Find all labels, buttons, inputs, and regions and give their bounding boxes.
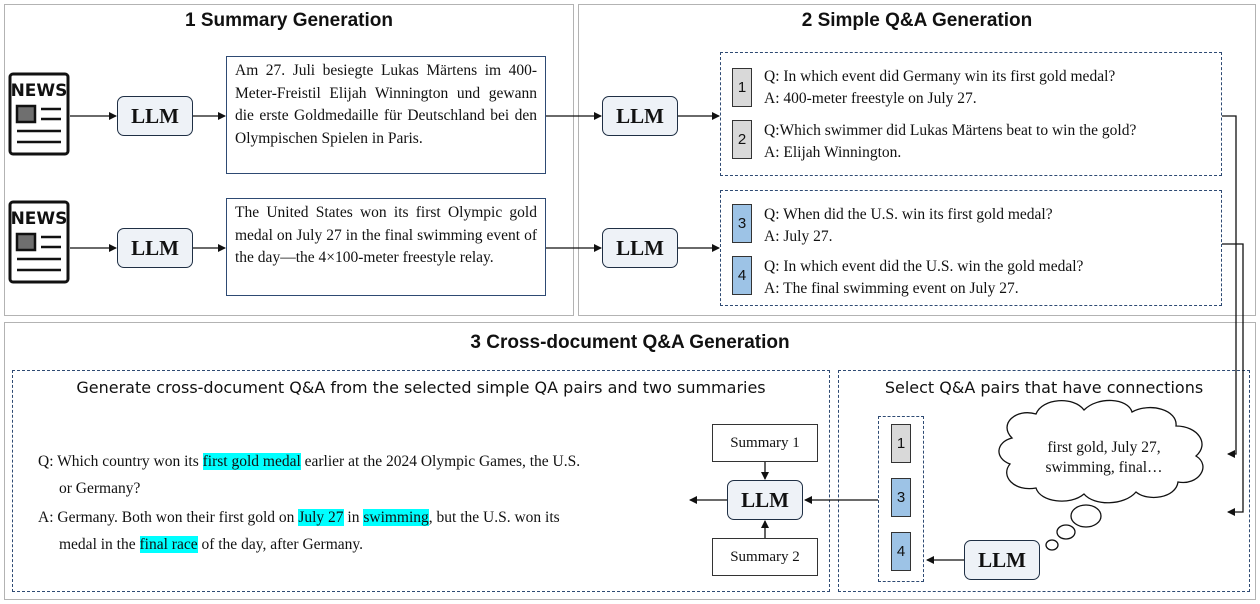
highlight-swimming: swimming <box>363 509 429 526</box>
news-label: NEWS <box>11 209 68 229</box>
final-answer-text: A: Germany. Both won their first gold on <box>38 509 295 526</box>
final-question: Q: Which country won its first gold meda… <box>38 448 698 502</box>
llm-node-qa-2: LLM <box>602 228 678 268</box>
select-pairs-panel <box>838 370 1250 592</box>
newspaper-icon: NEWS <box>8 72 70 156</box>
final-answer: A: Germany. Both won their first gold on… <box>38 504 698 558</box>
final-answer-text: , but the U.S. won its <box>428 509 560 526</box>
qa-answer: A: 400-meter freestyle on July 27. <box>764 90 977 107</box>
llm-node-qa-1: LLM <box>602 96 678 136</box>
llm-node-summary-2: LLM <box>117 228 193 268</box>
summary-2-box: Summary 2 <box>712 538 818 576</box>
panel-simple-qa-generation <box>578 4 1256 316</box>
selected-pairs-column <box>878 416 924 582</box>
thought-cloud <box>998 399 1204 551</box>
qa-number-tag: 1 <box>732 68 752 107</box>
qa-question: Q: When did the U.S. win its first gold … <box>764 206 1053 223</box>
thought-line-1: first gold, July 27, <box>1047 439 1160 456</box>
llm-node-cross-generate: LLM <box>727 480 803 520</box>
selected-tag: 4 <box>891 532 911 571</box>
connector-qa-2-to-select <box>1222 243 1244 516</box>
qa-group-english <box>720 190 1222 306</box>
final-answer-text: of the day, after Germany. <box>201 536 363 553</box>
select-pairs-title: Select Q&A pairs that have connections <box>884 378 1204 397</box>
qa-question: Q: In which event did the U.S. win the g… <box>764 258 1084 275</box>
qa-group-german <box>720 52 1222 176</box>
selected-tag: 1 <box>891 424 911 463</box>
news-label: NEWS <box>11 81 68 101</box>
summary-text-english: The United States won its first Olympic … <box>226 198 546 296</box>
panel-title-summary: 1 Summary Generation <box>184 10 394 31</box>
summary-text-german: Am 27. Juli besiegte Lukas Märtens im 40… <box>226 56 546 174</box>
qa-number-tag: 3 <box>732 204 752 243</box>
qa-number-tag: 4 <box>732 256 752 295</box>
highlight-first-gold: first gold medal <box>202 453 301 470</box>
selected-tag: 3 <box>891 478 911 517</box>
cross-generate-title: Generate cross-document Q&A from the sel… <box>76 378 766 397</box>
final-question-text: Q: Which country won its <box>38 453 199 470</box>
panel-cross-document-qa <box>4 322 1256 600</box>
llm-node-summary-1: LLM <box>117 96 193 136</box>
panel-summary-generation <box>4 4 574 316</box>
panel-title-simple-qa: 2 Simple Q&A Generation <box>801 10 1033 31</box>
panel-title-cross-document: 3 Cross-document Q&A Generation <box>470 332 790 353</box>
qa-number-tag: 2 <box>732 120 752 159</box>
final-question-text: or Germany? <box>59 480 141 497</box>
connector-qa-1-to-select <box>1222 115 1237 458</box>
newspaper-icon: NEWS <box>8 200 70 284</box>
final-question-text: earlier at the 2024 Olympic Games, the U… <box>304 453 581 470</box>
llm-node-select: LLM <box>964 540 1040 580</box>
final-answer-text: in <box>347 509 360 526</box>
qa-answer: A: July 27. <box>764 228 833 245</box>
qa-answer: A: Elijah Winnington. <box>764 144 902 161</box>
thought-line-2: swimming, final… <box>1045 459 1162 476</box>
highlight-final-race: final race <box>139 536 198 553</box>
final-answer-text: medal in the <box>59 536 136 553</box>
highlight-july-27: July 27 <box>298 509 344 526</box>
qa-question: Q: In which event did Germany win its fi… <box>764 68 1116 85</box>
cross-generate-panel <box>12 370 830 592</box>
summary-1-box: Summary 1 <box>712 424 818 462</box>
qa-question: Q:Which swimmer did Lukas Märtens beat t… <box>764 122 1137 139</box>
qa-answer: A: The final swimming event on July 27. <box>764 280 1019 297</box>
